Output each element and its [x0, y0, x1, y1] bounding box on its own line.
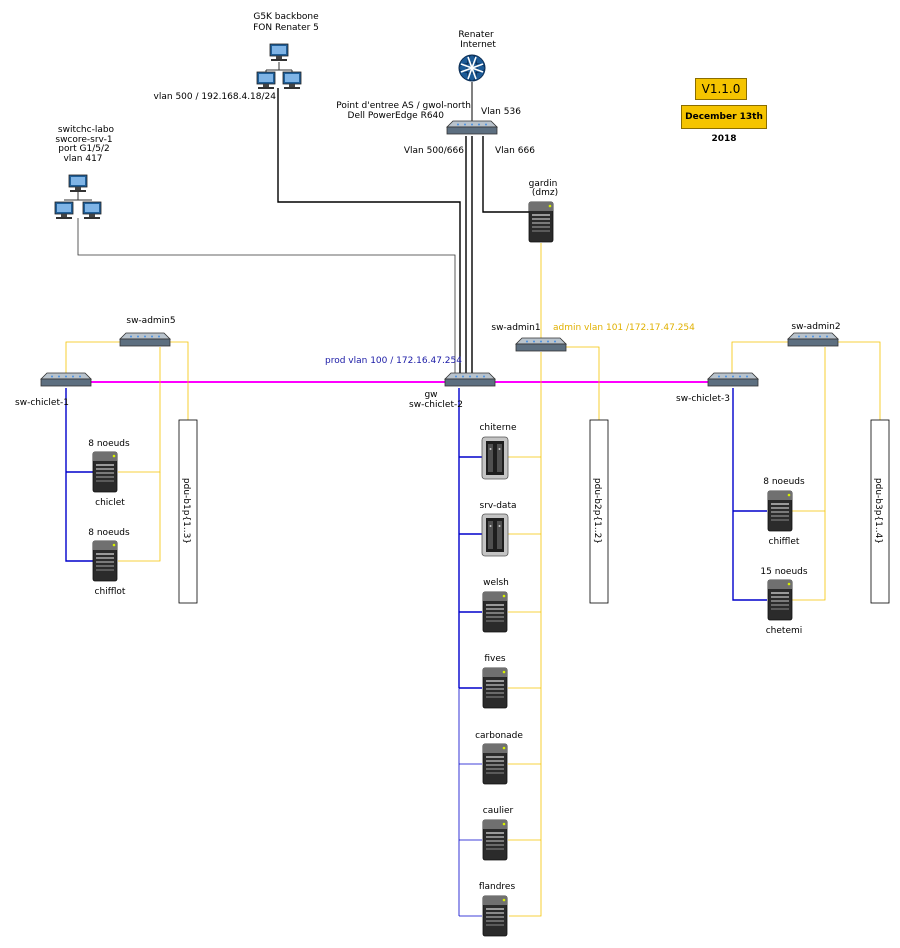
renater-label: Renater	[458, 30, 494, 40]
sw-chiclet-2-label: sw-chiclet-2	[409, 400, 463, 410]
pdu-b3-box	[870, 419, 890, 604]
link-chiclet3-nodes	[732, 388, 767, 601]
sw-chiclet-3-label: sw-chiclet-3	[676, 394, 730, 404]
entry-point-label: Point d'entree AS / gwol-north	[336, 101, 471, 111]
g5k-backbone-label: G5K backbone	[253, 12, 319, 22]
chiclet-label: chiclet	[95, 498, 125, 508]
gw-label: gw	[424, 390, 437, 400]
link-admin5-pdu-b1	[170, 341, 189, 420]
labels: G5K backbone FON Renater 5 vlan 500 / 19…	[15, 12, 883, 892]
flandres-label: flandres	[479, 882, 516, 892]
chifflot-label: chifflot	[95, 587, 126, 597]
chiclet-count-label: 8 noeuds	[88, 439, 130, 449]
links	[65, 82, 881, 917]
link-g5k-gw	[277, 88, 461, 378]
vlan666-label: Vlan 666	[495, 146, 535, 156]
chiterne-storage-icon	[481, 436, 509, 480]
labo-line-2: swcore-srv-1	[55, 135, 112, 145]
prod-vlan-label: prod vlan 100 / 172.16.47.254	[325, 356, 462, 366]
chifflet-server-icon	[767, 490, 793, 532]
version-badge: V1.1.0	[695, 78, 747, 100]
sw-admin5-switch-icon	[119, 332, 171, 347]
internet-label: Internet	[460, 40, 496, 50]
sw-chiclet-1-switch-icon	[40, 372, 92, 387]
sw-admin2-switch-icon	[787, 332, 839, 347]
caulier-label: caulier	[483, 806, 514, 816]
labo-line-4: vlan 417	[63, 154, 102, 164]
dmz-label: (dmz)	[532, 188, 558, 198]
sw-chiclet-1-label: sw-chiclet-1	[15, 398, 69, 408]
pdu-b1-box	[178, 419, 198, 604]
srv-data-label: srv-data	[480, 501, 517, 511]
gardin-server-icon	[528, 201, 554, 243]
chetemi-count-label: 15 noeuds	[760, 567, 807, 577]
g5k-backbone-icon	[256, 43, 302, 90]
gardin-label: gardin	[529, 179, 558, 189]
link-entry-gardin	[482, 136, 530, 213]
link-admin5-chifflot	[118, 472, 161, 562]
pdu-b2-box	[589, 419, 609, 604]
link-admin2-chetemi	[792, 511, 826, 601]
link-admin1-pdu-b2	[566, 346, 600, 420]
chifflet-label: chifflet	[769, 537, 800, 547]
fon-renater-label: FON Renater 5	[253, 23, 319, 33]
labo-line-3: port G1/5/2	[58, 144, 110, 154]
fives-label: fives	[484, 654, 506, 664]
pdu-b1-label: pdu-b1p{1..3}	[181, 478, 191, 544]
switchc-labo-icon	[54, 174, 102, 220]
carbonade-server-icon	[482, 743, 508, 785]
vlan536-label: Vlan 536	[481, 107, 521, 117]
date-badge: December 13th 2018	[681, 105, 767, 144]
link-admin2-sw3	[731, 341, 790, 376]
chiclet-server-icon	[92, 451, 118, 493]
carbonade-label: carbonade	[475, 731, 523, 741]
fives-server-icon	[482, 667, 508, 709]
vlan500-666-label: Vlan 500/666	[404, 146, 464, 156]
caulier-server-icon	[482, 819, 508, 861]
sw-chiclet-3-switch-icon	[707, 372, 759, 387]
chifflot-count-label: 8 noeuds	[88, 528, 130, 538]
link-admin1-data	[509, 352, 542, 917]
sw-admin1-label: sw-admin1	[491, 323, 540, 333]
vlan500-ip-label: vlan 500 / 192.168.4.18/24	[154, 92, 277, 102]
chetemi-label: chetemi	[766, 626, 803, 636]
labo-line-1: switchc-labo	[58, 125, 115, 135]
entry-point-switch-icon	[446, 120, 498, 135]
link-admin5-chiclet	[118, 347, 161, 473]
dell-label: Dell PowerEdge R640	[348, 111, 445, 121]
link-admin5-sw1	[65, 341, 120, 376]
chiterne-label: chiterne	[479, 423, 516, 433]
welsh-server-icon	[482, 591, 508, 633]
pdu-b3-label: pdu-b3p{1..4}	[873, 478, 883, 544]
renater-internet-icon	[458, 54, 486, 82]
chifflot-server-icon	[92, 540, 118, 582]
sw-admin5-label: sw-admin5	[126, 316, 175, 326]
gw-switch-icon	[444, 372, 496, 387]
link-labo-gw	[77, 218, 456, 378]
admin-vlan-label: admin vlan 101 /172.17.47.254	[553, 323, 695, 333]
chifflet-count-label: 8 noeuds	[763, 477, 805, 487]
chetemi-server-icon	[767, 579, 793, 621]
sw-admin2-label: sw-admin2	[791, 322, 840, 332]
link-chiclet1-nodes	[65, 388, 93, 562]
sw-admin1-switch-icon	[515, 337, 567, 352]
flandres-server-icon	[482, 895, 508, 937]
pdu-b2-label: pdu-b2p{1..2}	[592, 478, 602, 544]
link-admin2-pdu-b3	[838, 341, 881, 420]
srv-data-storage-icon	[481, 513, 509, 557]
welsh-label: welsh	[483, 578, 509, 588]
